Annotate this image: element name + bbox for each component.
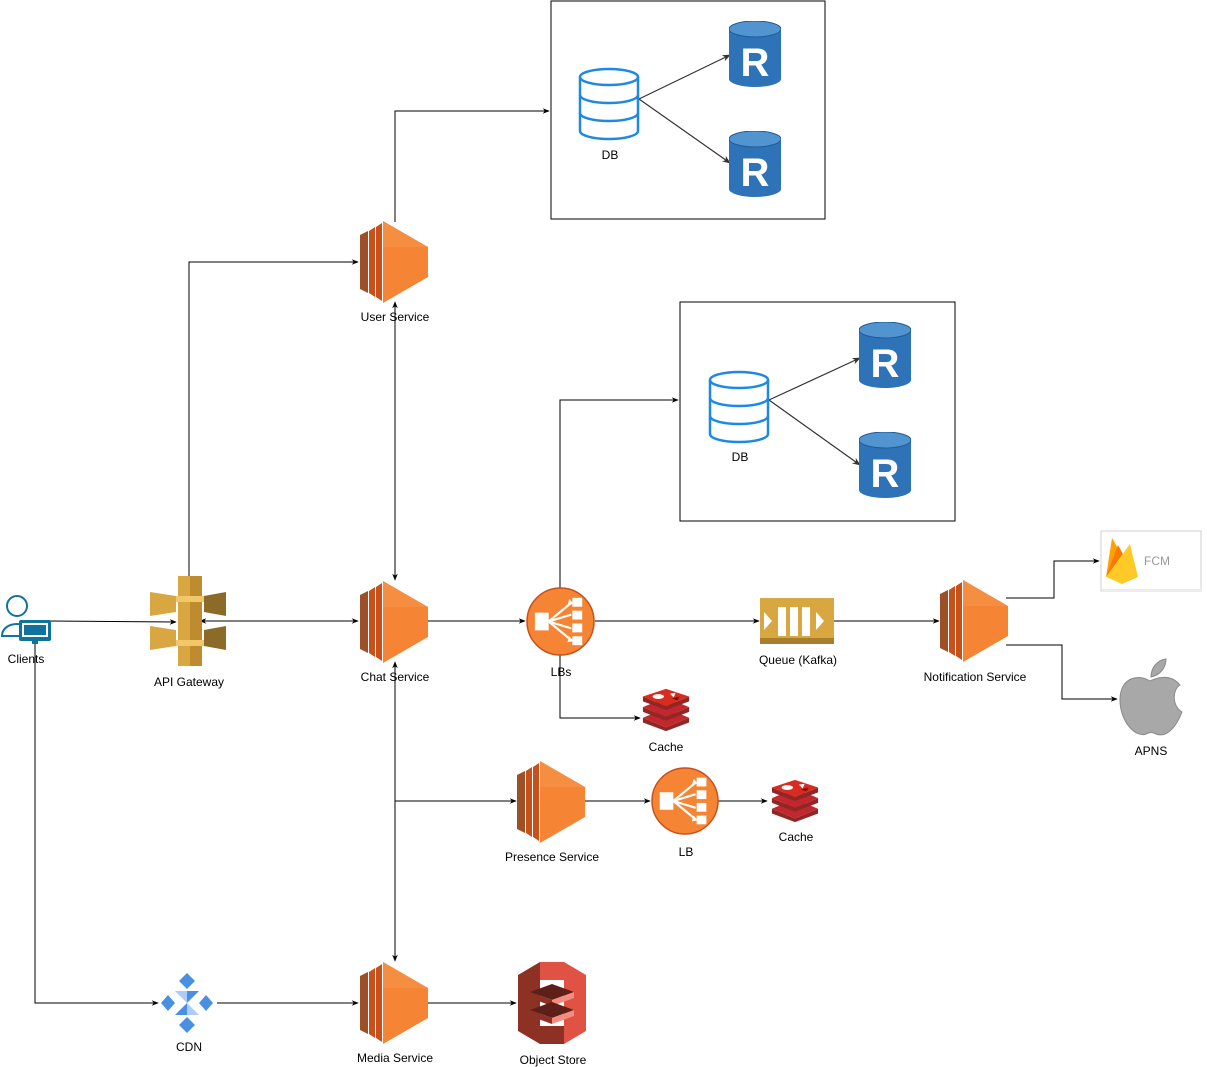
edge-lbs-db — [559, 397, 679, 588]
edge-clients-gateway — [49, 619, 177, 625]
edge-notification-apns — [1006, 644, 1118, 702]
edge-notification-fcm — [1006, 558, 1100, 599]
user-service-icon — [360, 221, 428, 303]
media-service-label: Media Service — [356, 1051, 434, 1065]
edge-gateway-user — [188, 259, 359, 578]
cache-lbs-label: Cache — [648, 740, 684, 754]
edge-clients-cdn — [34, 641, 159, 1006]
lbs-icon — [526, 587, 595, 656]
cdn-label: CDN — [176, 1040, 202, 1054]
clients-label: Clients — [7, 652, 45, 666]
queue-label: Queue (Kafka) — [758, 653, 838, 667]
apns-label: APNS — [1134, 744, 1168, 758]
edge-user-db — [394, 108, 550, 222]
replica-letter: R — [741, 41, 770, 85]
presence-service-label: Presence Service — [504, 850, 600, 864]
chat-db-icon — [708, 370, 770, 444]
firebase-icon — [1106, 538, 1138, 584]
queue-icon — [760, 598, 834, 644]
edge-chatdb-replica2 — [768, 399, 861, 466]
replica-letter: R — [871, 342, 900, 386]
chat-service-label: Chat Service — [360, 670, 430, 684]
presence-service-icon — [517, 761, 585, 843]
apple-icon — [1119, 658, 1183, 736]
chat-db-label: DB — [731, 450, 749, 464]
replica-letter: R — [871, 452, 900, 496]
connectors — [34, 108, 1118, 1006]
user-service-label: User Service — [360, 310, 430, 324]
cdn-icon — [161, 973, 213, 1033]
edge-lbs-cache — [559, 655, 641, 721]
replica-letter: R — [741, 151, 770, 195]
media-service-icon — [360, 962, 428, 1044]
edge-userdb-replica2 — [638, 98, 731, 164]
fcm-label: FCM — [1144, 554, 1170, 568]
fcm-node — [1100, 530, 1202, 592]
user-with-monitor-icon — [0, 595, 51, 644]
api-gateway-label: API Gateway — [153, 675, 225, 689]
user-db-icon — [578, 67, 640, 141]
lbs-label: LBs — [550, 665, 572, 679]
cache-lb-icon — [771, 779, 819, 823]
object-store-label: Object Store — [519, 1053, 587, 1067]
cache-lbs-icon — [642, 688, 690, 732]
user-db-label: DB — [601, 148, 619, 162]
cache-lb-label: Cache — [778, 830, 814, 844]
s3-bucket-icon — [518, 962, 586, 1044]
notification-service-icon — [940, 580, 1008, 662]
api-gateway-icon — [150, 576, 226, 666]
edge-chatdb-replica1 — [768, 357, 861, 401]
lb-icon — [651, 767, 719, 835]
lb-label: LB — [678, 845, 694, 859]
edge-userdb-replica1 — [638, 54, 731, 100]
chat-service-icon — [360, 581, 428, 663]
notification-service-label: Notification Service — [923, 670, 1027, 684]
